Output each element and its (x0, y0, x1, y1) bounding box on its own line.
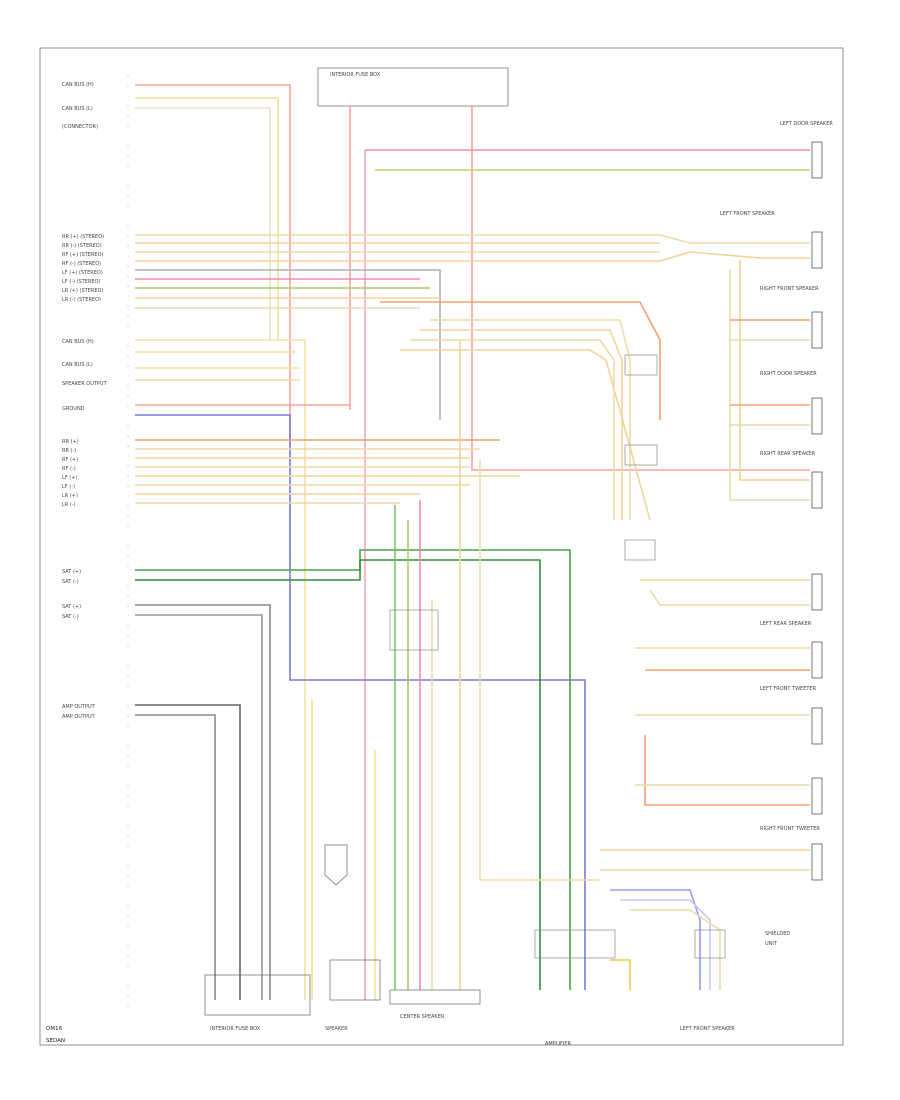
svg-text:CAN BUS (L): CAN BUS (L) (62, 362, 93, 368)
svg-text:LR (+) (STEREO): LR (+) (STEREO) (62, 288, 103, 294)
right-labels: LEFT DOOR SPEAKER LEFT FRONT SPEAKER RIG… (720, 121, 833, 832)
diagram-frame (39, 47, 844, 1046)
svg-text:RR (-) (STEREO): RR (-) (STEREO) (62, 243, 102, 249)
fuse-box (317, 67, 509, 107)
svg-text:RF (+) (STEREO): RF (+) (STEREO) (62, 252, 104, 258)
svg-text:SAT (+): SAT (+) (62, 569, 81, 575)
svg-text:LEFT FRONT TWEETER: LEFT FRONT TWEETER (760, 686, 817, 692)
svg-text:LEFT FRONT SPEAKER: LEFT FRONT SPEAKER (680, 1026, 735, 1032)
svg-text:LF (-): LF (-) (62, 484, 75, 490)
svg-text:SAT (-): SAT (-) (62, 614, 79, 620)
svg-text:RIGHT FRONT SPEAKER: RIGHT FRONT SPEAKER (760, 286, 819, 292)
svg-text:LF (+): LF (+) (62, 475, 77, 481)
svg-text:RIGHT FRONT TWEETER: RIGHT FRONT TWEETER (760, 826, 820, 832)
svg-text:SPEAKER OUTPUT: SPEAKER OUTPUT (62, 381, 108, 387)
center-speaker-box (389, 989, 481, 1005)
svg-text:RR (+): RR (+) (62, 439, 79, 445)
footer-bottom: SEDAN (46, 1038, 65, 1044)
svg-text:SHIELDED: SHIELDED (765, 931, 790, 937)
svg-text:CAN BUS (L): CAN BUS (L) (62, 106, 93, 112)
amplifier-box (204, 974, 311, 1016)
bottom-labels: INTERIOR FUSE BOX SPEAKER CENTER SPEAKER… (210, 1014, 735, 1047)
svg-text:RF (-): RF (-) (62, 466, 76, 472)
svg-text:UNIT: UNIT (765, 941, 778, 947)
svg-text:LF (+) (STEREO): LF (+) (STEREO) (62, 270, 103, 276)
svg-text:CAN BUS (H): CAN BUS (H) (62, 339, 94, 345)
svg-text:GROUND: GROUND (62, 406, 85, 412)
svg-text:LR (-): LR (-) (62, 502, 76, 508)
svg-text:SAT (-): SAT (-) (62, 579, 79, 585)
svg-text:RF (+): RF (+) (62, 457, 78, 463)
harness-connectors (389, 354, 726, 959)
svg-text:(CONNECTOR): (CONNECTOR) (62, 124, 98, 130)
svg-text:RR (-): RR (-) (62, 448, 76, 454)
legend: SHIELDED UNIT (765, 931, 790, 947)
fuse-box-label: INTERIOR FUSE BOX (330, 72, 381, 78)
svg-text:AMPLIFIER: AMPLIFIER (545, 1041, 572, 1047)
svg-text:CAN BUS (H): CAN BUS (H) (62, 82, 94, 88)
speaker-connectors-right (811, 141, 823, 881)
svg-text:AMP OUTPUT: AMP OUTPUT (62, 714, 96, 720)
svg-text:LEFT FRONT SPEAKER: LEFT FRONT SPEAKER (720, 211, 775, 217)
svg-text:LF (-) (STEREO): LF (-) (STEREO) (62, 279, 100, 285)
svg-text:SAT (+): SAT (+) (62, 604, 81, 610)
svg-text:LR (+): LR (+) (62, 493, 78, 499)
svg-text:RF (-) (STEREO): RF (-) (STEREO) (62, 261, 101, 267)
wires (135, 84, 810, 1000)
svg-text:RIGHT REAR SPEAKER: RIGHT REAR SPEAKER (760, 451, 816, 457)
footer-left: OM16 (46, 1026, 63, 1032)
svg-text:LR (-) (STEREO): LR (-) (STEREO) (62, 297, 101, 303)
svg-text:SPEAKER: SPEAKER (325, 1026, 348, 1032)
svg-text:INTERIOR FUSE BOX: INTERIOR FUSE BOX (210, 1026, 261, 1032)
fuse-module-box (329, 959, 381, 1001)
svg-text:LEFT DOOR SPEAKER: LEFT DOOR SPEAKER (780, 121, 833, 127)
antenna-symbol (324, 844, 348, 886)
svg-text:CENTER SPEAKER: CENTER SPEAKER (400, 1014, 445, 1020)
svg-text:RIGHT DOOR SPEAKER: RIGHT DOOR SPEAKER (760, 371, 817, 377)
bottom-components (204, 844, 481, 1016)
svg-text:AMP OUTPUT: AMP OUTPUT (62, 704, 96, 710)
svg-text:LEFT REAR SPEAKER: LEFT REAR SPEAKER (760, 621, 812, 627)
left-labels: CAN BUS (H) CAN BUS (L) (CONNECTOR) RR (… (62, 82, 108, 720)
svg-text:RR (+) (STEREO): RR (+) (STEREO) (62, 234, 104, 240)
